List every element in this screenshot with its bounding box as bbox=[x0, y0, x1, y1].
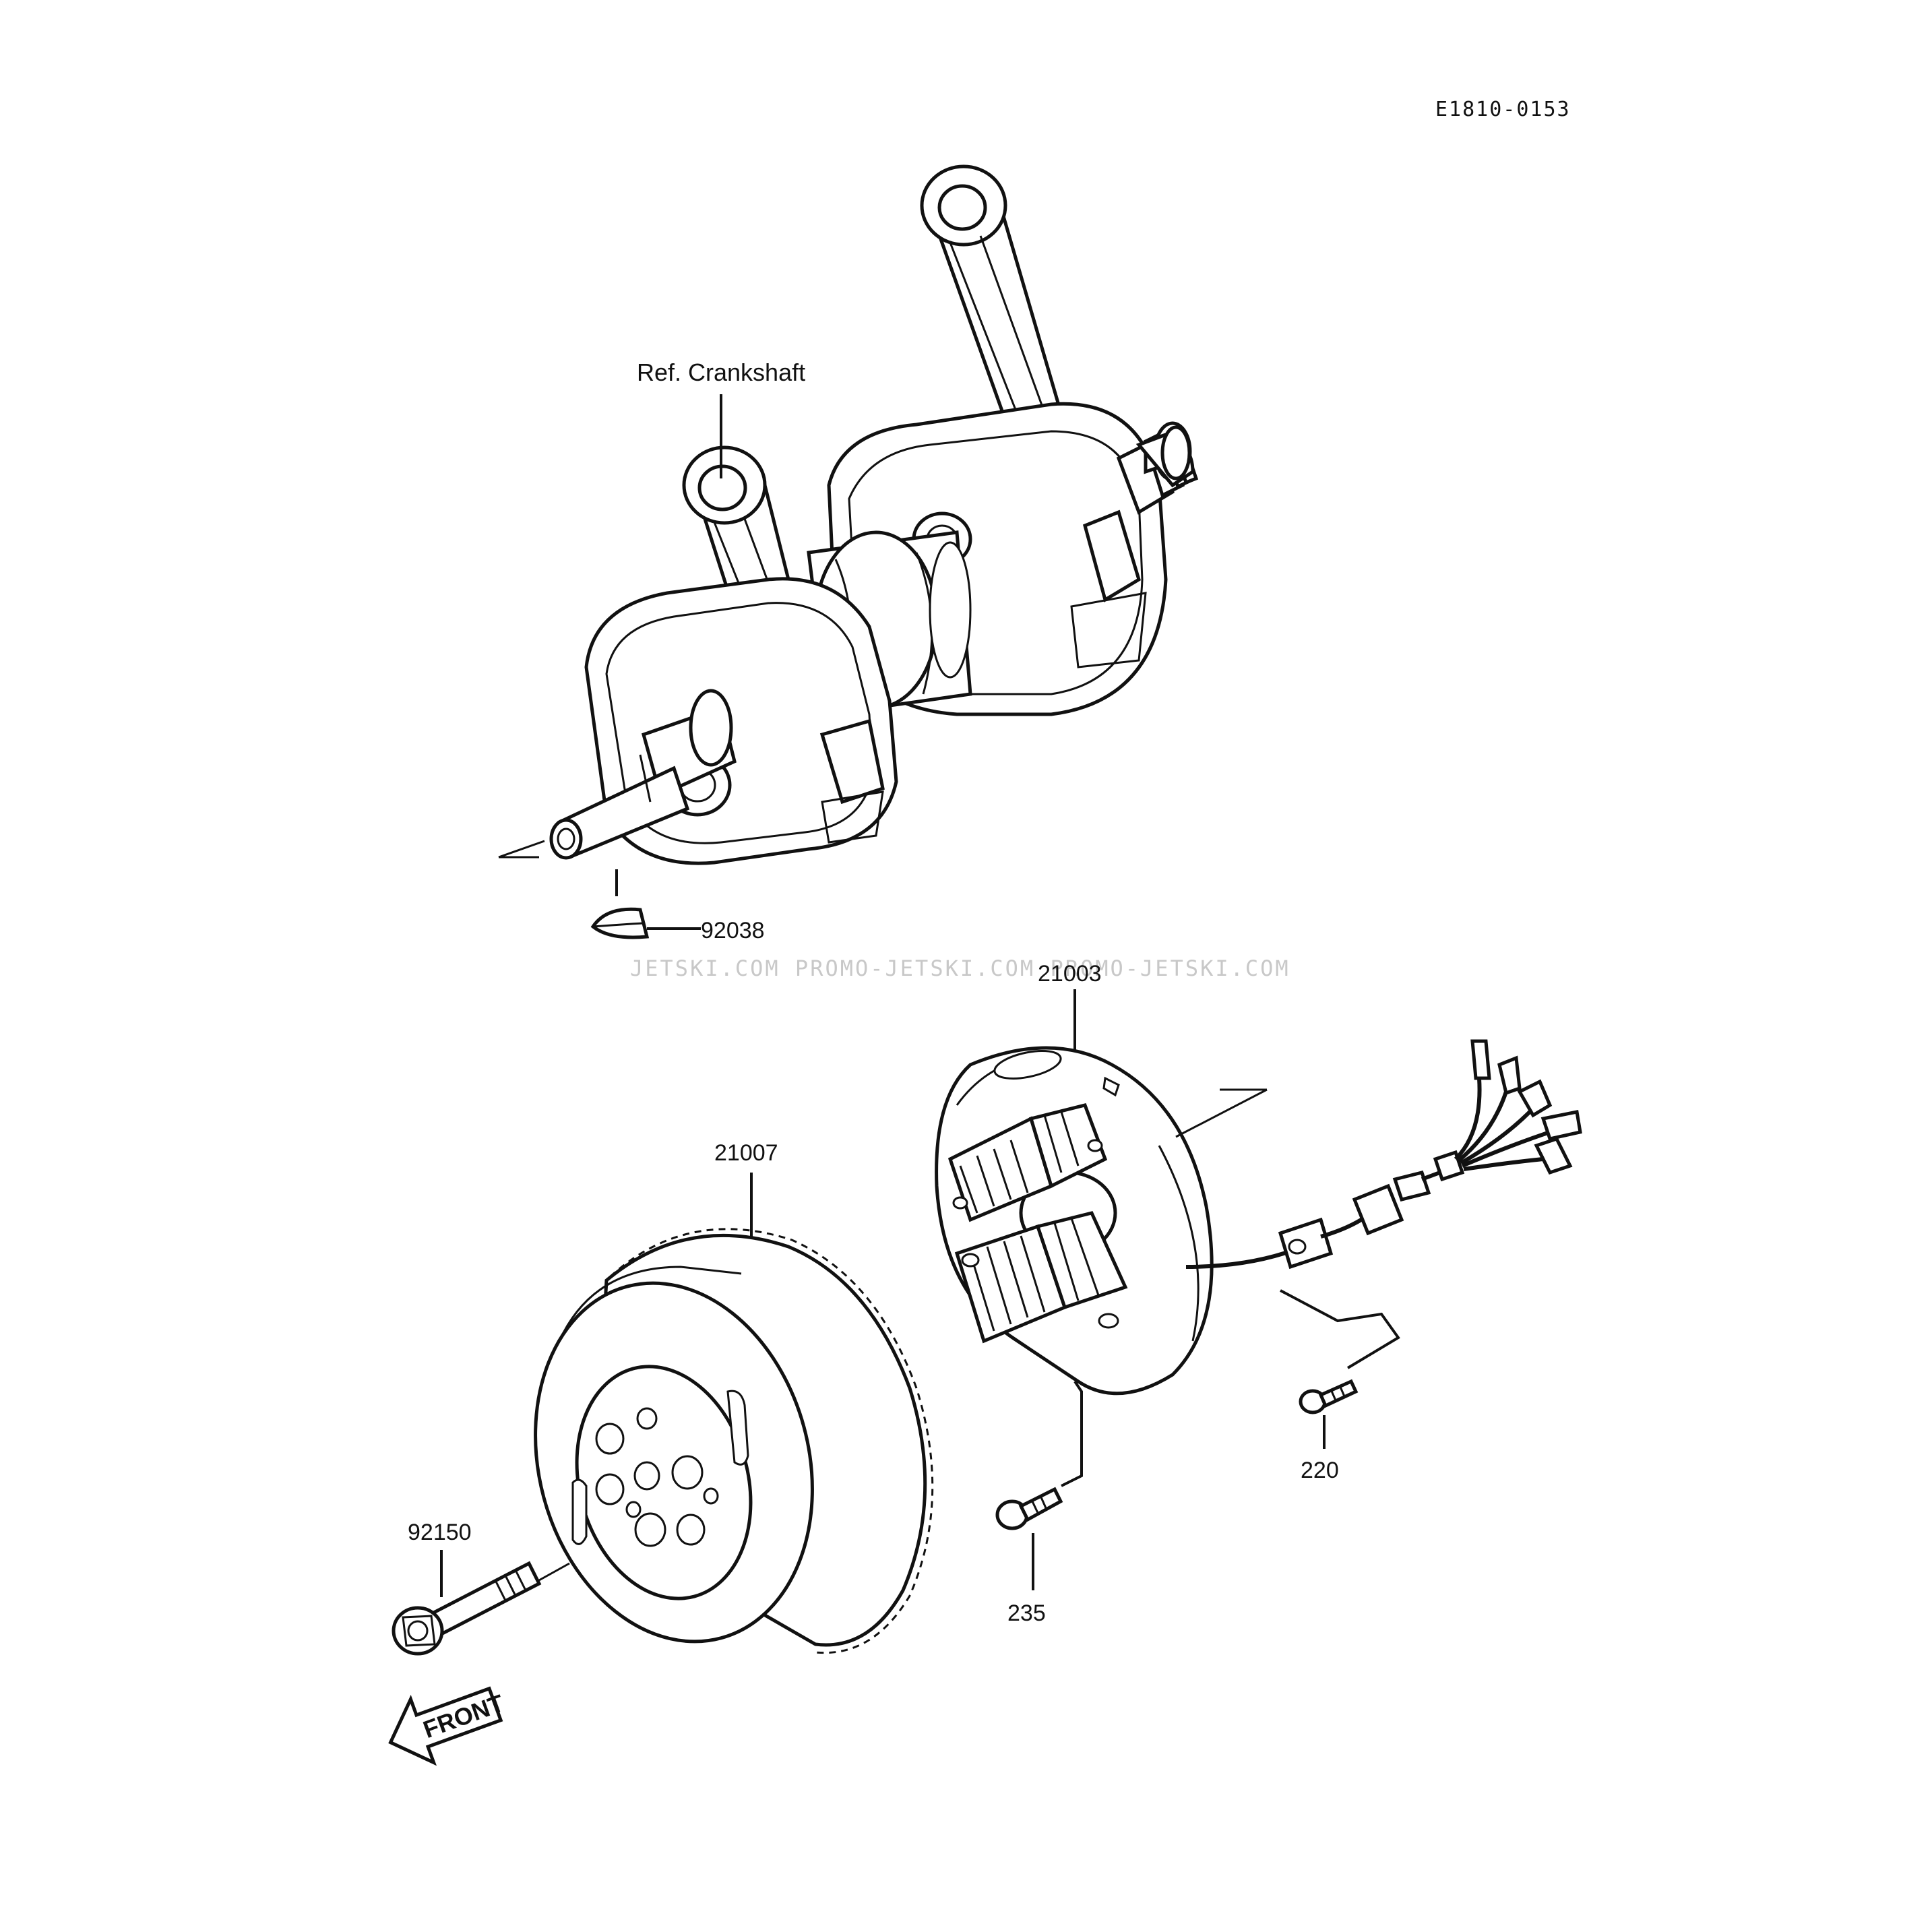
part-number-21007: 21007 bbox=[714, 1140, 778, 1166]
stator-lower-coil bbox=[954, 1211, 1128, 1344]
crankshaft-axis-line bbox=[498, 840, 545, 859]
crankshaft-illustration bbox=[498, 164, 1199, 865]
screw-220-illustration bbox=[1299, 1379, 1359, 1414]
part-number-92038: 92038 bbox=[701, 918, 765, 943]
key-leader-line bbox=[615, 869, 701, 930]
woodruff-key bbox=[590, 907, 650, 939]
part-number-235: 235 bbox=[1007, 1600, 1046, 1626]
flywheel-illustration bbox=[534, 1228, 934, 1654]
reference-crankshaft-label: Ref. Crankshaft bbox=[637, 359, 805, 386]
diagram-code: E1810-0153 bbox=[1435, 98, 1571, 121]
flywheel-bolt-illustration bbox=[392, 1561, 542, 1656]
part-number-21003: 21003 bbox=[1038, 961, 1102, 987]
stator-upper-coil bbox=[947, 1103, 1108, 1222]
screw-220-bracket-line bbox=[1280, 1289, 1400, 1369]
part-number-220: 220 bbox=[1301, 1458, 1339, 1483]
front-arrow: FRONT bbox=[388, 1686, 507, 1766]
stator-axis-line bbox=[1175, 1088, 1268, 1138]
stator-illustration bbox=[935, 1046, 1214, 1396]
crankshaft-threaded-end bbox=[1116, 421, 1199, 515]
watermark: JETSKI.COM PROMO-JETSKI.COM PROMO-JETSKI… bbox=[630, 956, 1290, 981]
bolt-axis-line bbox=[538, 1562, 570, 1582]
part-number-92150: 92150 bbox=[408, 1520, 472, 1545]
screw-235-bracket-line bbox=[1061, 1380, 1083, 1487]
stator-wire-harness bbox=[1185, 1039, 1582, 1270]
screw-235-illustration bbox=[995, 1487, 1063, 1530]
crankshaft-taper-end bbox=[549, 689, 737, 860]
